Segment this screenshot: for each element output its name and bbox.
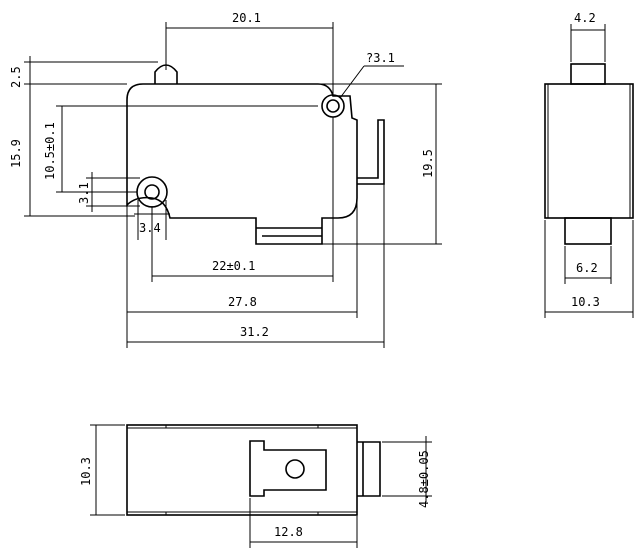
dim-label-31-2: 31.2 [240,325,269,339]
dim-label-10-3-side: 10.3 [571,295,600,309]
dim-hole-spacing-v: 10.5±0.1 [43,105,318,193]
dim-label-27-8: 27.8 [228,295,257,309]
dim-bottom-terminal-length: 12.8 [249,498,358,548]
dim-side-body-thickness: 10.3 [544,220,634,318]
dim-side-terminal-width: 6.2 [564,246,612,284]
dim-label-10-5: 10.5±0.1 [43,122,57,180]
side-view: 4.2 6.2 10.3 [544,11,634,318]
dim-label-2-5: 2.5 [9,66,23,88]
side-terminal [564,217,612,245]
dim-hole-spacing-h: 22±0.1 [151,117,334,282]
front-view: 20.1 ?3.1 2.5 15.9 10.5±0.1 [9,11,442,348]
dim-label-10-3-bottom: 10.3 [79,457,93,486]
dim-label-6-2: 6.2 [576,261,598,275]
mounting-hole-top [326,99,340,113]
dim-overall-length: 31.2 [127,184,385,348]
dim-label-4-2: 4.2 [574,11,596,25]
mounting-hole-top-outer [321,94,345,118]
dim-label-4-8: 4.8±0.05 [417,450,431,508]
bottom-view: 10.3 4.8±0.05 12.8 [79,424,432,548]
side-plunger [570,63,606,85]
dim-top-width: 20.1 [165,11,334,95]
dim-lower-hole-offset: 3.1 [77,172,140,212]
dim-label-22: 22±0.1 [212,259,255,273]
terminal-hole [285,459,305,479]
side-body [544,83,634,219]
dim-bottom-terminal-width: 4.8±0.05 [382,436,432,508]
dim-label-hole-dia: ?3.1 [366,51,395,65]
dim-label-3-4: 3.4 [139,221,161,235]
bottom-side-terminal [357,441,381,497]
dim-body-length: 27.8 [126,200,358,348]
bottom-body [126,424,358,516]
dim-side-plunger-width: 4.2 [570,11,606,62]
dim-label-3-1: 3.1 [77,182,91,204]
switch-body-outline [126,83,358,245]
bottom-terminal-tab [249,440,327,497]
dim-label-15-9: 15.9 [9,139,23,168]
bottom-terminal [256,227,322,237]
dim-label-19-5: 19.5 [421,149,435,178]
side-terminal [357,119,385,185]
dim-right-height: 19.5 [318,83,442,245]
dim-label-20-1: 20.1 [232,11,261,25]
dim-total-height-left: 15.9 [9,84,135,217]
mounting-hole-lower-outer [136,176,168,208]
dim-hole-diameter: ?3.1 [339,51,404,99]
dim-bottom-body-thickness: 10.3 [79,424,125,516]
mounting-hole-lower [144,184,160,200]
dim-label-12-8: 12.8 [274,525,303,539]
dim-actuator-height: 2.5 [9,56,158,90]
